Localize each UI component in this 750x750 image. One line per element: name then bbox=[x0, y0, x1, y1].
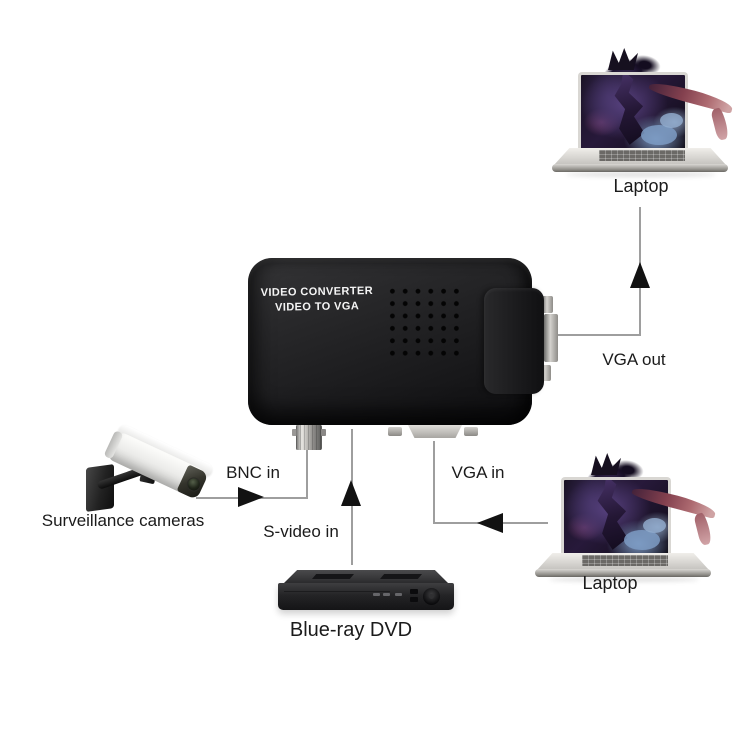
vga-out-housing bbox=[484, 288, 544, 394]
dvd-vent-left bbox=[312, 574, 354, 579]
laptop-top-illustration bbox=[552, 48, 735, 178]
bnc-line-vertical bbox=[306, 450, 308, 498]
laptop-shadow bbox=[566, 172, 716, 177]
surveillance-camera-illustration bbox=[78, 420, 226, 518]
video-converter-device: VIDEO CONVERTER VIDEO TO VGA bbox=[248, 258, 558, 425]
dvd-button bbox=[410, 597, 418, 602]
laptop-screen-cloud bbox=[643, 518, 666, 534]
dvd-front-face bbox=[278, 583, 454, 610]
s-video-arrow-icon bbox=[341, 480, 361, 506]
vga-out-port bbox=[544, 314, 558, 362]
camera-body bbox=[103, 423, 215, 503]
dvd-label-mark bbox=[383, 593, 390, 596]
dvd-button bbox=[410, 589, 418, 594]
laptop-top-label: Laptop bbox=[613, 176, 669, 196]
vga-in-screw-right bbox=[464, 427, 478, 436]
vga-out-port-bottom-post bbox=[540, 365, 551, 381]
vga-in-arrow-icon bbox=[477, 513, 503, 533]
dvd-panel-seam bbox=[284, 591, 390, 592]
laptop-screen-cloud bbox=[641, 125, 677, 145]
dvd-label-mark bbox=[395, 593, 402, 596]
dvd-vent-right bbox=[380, 574, 422, 579]
laptop-bottom-illustration bbox=[535, 453, 718, 583]
bnc-arrow-icon bbox=[238, 487, 264, 507]
vga-in-label: VGA in bbox=[451, 463, 505, 482]
bluray-dvd-label: Blue-ray DVD bbox=[289, 619, 413, 641]
converter-title: VIDEO CONVERTER VIDEO TO VGA bbox=[258, 284, 377, 316]
dvd-top-face bbox=[284, 570, 448, 583]
bluray-dvd-illustration bbox=[278, 570, 454, 614]
surveillance-cameras-label: Surveillance cameras bbox=[41, 511, 205, 530]
camera-lens bbox=[184, 475, 204, 494]
laptop-front-edge bbox=[535, 569, 711, 577]
laptop-shadow bbox=[549, 577, 699, 582]
dvd-dpad bbox=[423, 588, 440, 605]
vga-out-line-horizontal bbox=[557, 334, 641, 336]
converter-title-line2: VIDEO TO VGA bbox=[274, 300, 360, 314]
vga-out-port-top-post bbox=[542, 296, 553, 313]
laptop-screen bbox=[561, 477, 671, 559]
vga-in-line-vertical bbox=[433, 441, 435, 523]
s-video-in-label: S-video in bbox=[263, 522, 339, 541]
laptop-screen bbox=[578, 72, 688, 154]
laptop-screen-cloud bbox=[624, 530, 660, 550]
bnc-ridges bbox=[296, 425, 322, 450]
laptop-keyboard-deck bbox=[537, 553, 709, 570]
laptop-keyboard bbox=[598, 150, 685, 161]
laptop-keyboard bbox=[581, 555, 668, 566]
vga-in-screw-left bbox=[388, 427, 402, 436]
bnc-in-label: BNC in bbox=[226, 463, 280, 482]
vga-out-arrow-icon bbox=[630, 262, 650, 288]
laptop-bottom-label: Laptop bbox=[582, 573, 638, 593]
vga-in-port bbox=[408, 425, 462, 438]
laptop-front-edge bbox=[552, 164, 728, 172]
vga-out-label: VGA out bbox=[602, 350, 666, 369]
laptop-screen-cloud bbox=[660, 113, 683, 129]
bnc-connector bbox=[292, 425, 326, 450]
vent-holes bbox=[386, 285, 464, 360]
laptop-keyboard-deck bbox=[554, 148, 726, 165]
dvd-label-mark bbox=[373, 593, 380, 596]
